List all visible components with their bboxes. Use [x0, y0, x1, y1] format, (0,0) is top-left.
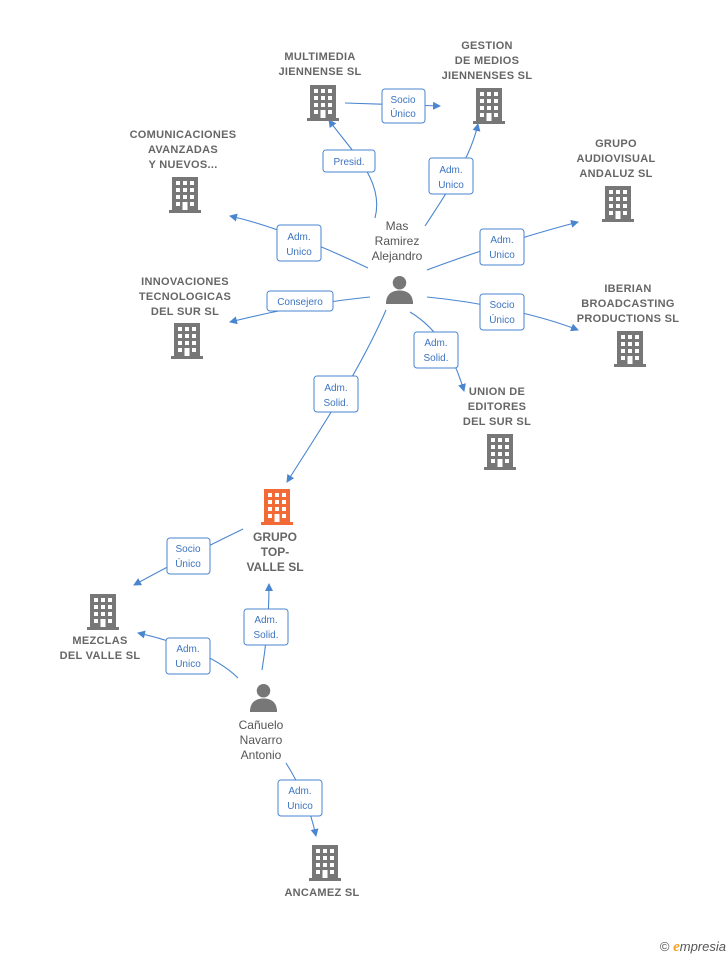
edge-label-text: Adm. — [176, 644, 199, 655]
edge-label-adm-mezclas: Adm. Unico — [165, 637, 211, 675]
company-node-ancamez[interactable]: ANCAMEZ SL — [284, 845, 359, 899]
edge-label-text: Solid. — [253, 630, 278, 641]
company-name: JIENNENSE SL — [278, 66, 361, 78]
company-name: DEL VALLE SL — [60, 650, 141, 662]
person-name: Alejandro — [372, 249, 423, 263]
company-node-iberian[interactable]: IBERIAN BROADCASTING PRODUCTIONS SL — [577, 283, 680, 367]
company-node-grupo-audiovisual[interactable]: GRUPO AUDIOVISUAL ANDALUZ SL — [576, 138, 655, 222]
person-name: Cañuelo — [239, 718, 284, 732]
edge-label-text: Consejero — [277, 297, 323, 308]
company-name: Y NUEVOS... — [148, 159, 217, 171]
edge-label-text: Adm. — [490, 235, 513, 246]
building-icon — [171, 323, 203, 359]
building-icon — [169, 177, 201, 213]
edge-label-adm-comunicaciones: Adm. Unico — [276, 224, 322, 262]
edge-label-text: Unico — [438, 180, 464, 191]
edge-label-text: Socio — [390, 95, 415, 106]
company-name: PRODUCTIONS SL — [577, 313, 680, 325]
empresia-watermark[interactable]: © empresia — [660, 939, 726, 956]
company-node-union[interactable]: UNION DE EDITORES DEL SUR SL — [463, 386, 531, 470]
edge-label-adm-grupotop: Adm. Solid. — [313, 375, 359, 413]
edge-label-text: Solid. — [323, 398, 348, 409]
building-icon — [307, 85, 339, 121]
person-name: Navarro — [240, 733, 283, 747]
company-name: DE MEDIOS — [455, 55, 519, 67]
edge-label-adm-ancamez: Adm. Unico — [277, 779, 323, 817]
company-name: EDITORES — [468, 401, 526, 413]
edge-label-text: Adm. — [324, 383, 347, 394]
company-node-grupo-top-valle[interactable]: GRUPO TOP- VALLE SL — [246, 489, 304, 574]
edge-label-text: Unico — [286, 247, 312, 258]
building-icon — [602, 186, 634, 222]
edge-label-socio-gestion: Socio Único — [381, 88, 426, 124]
edge-label-text: Único — [175, 557, 201, 570]
building-icon — [87, 594, 119, 630]
edge-label-text: Adm. — [424, 338, 447, 349]
company-node-multimedia[interactable]: MULTIMEDIA JIENNENSE SL — [278, 51, 361, 121]
edge-label-text: Único — [489, 313, 515, 326]
person-name: Antonio — [241, 748, 282, 762]
building-icon — [309, 845, 341, 881]
person-icon — [249, 683, 278, 712]
edge-label-presid: Presid. — [322, 149, 376, 173]
edge-label-text: Único — [390, 107, 416, 120]
company-name: DEL SUR SL — [151, 306, 219, 318]
company-name: DEL SUR SL — [463, 416, 531, 428]
edge-label-text: Adm. — [254, 615, 277, 626]
edge-label-text: Adm. — [439, 165, 462, 176]
company-name: TOP- — [261, 545, 289, 559]
company-name: IBERIAN — [604, 283, 651, 295]
edge-label-adm-solid-grupotop: Adm. Solid. — [243, 608, 289, 646]
company-name: JIENNENSES SL — [442, 70, 533, 82]
brand-name: mpresia — [679, 939, 726, 954]
person-icon — [385, 275, 414, 304]
edge-label-socio-iberian: Socio Único — [479, 293, 525, 331]
company-name: GESTION — [461, 40, 513, 52]
edge-label-text: Presid. — [333, 157, 364, 168]
company-node-mezclas[interactable]: MEZCLAS DEL VALLE SL — [60, 594, 141, 662]
company-name: GRUPO — [253, 530, 297, 544]
building-icon-highlight — [261, 489, 293, 525]
company-name: AVANZADAS — [148, 144, 218, 156]
brand-initial: e — [673, 939, 680, 955]
edge-label-text: Unico — [287, 801, 313, 812]
person-name: Mas — [386, 219, 409, 233]
building-icon — [484, 434, 516, 470]
edge-label-socio-mezclas: Socio Único — [166, 537, 211, 575]
edge-label-consejero: Consejero — [266, 290, 334, 312]
person-node-canuelo-navarro[interactable]: Cañuelo Navarro Antonio — [239, 683, 284, 762]
building-icon — [473, 88, 505, 124]
edge-label-adm-gestion: Adm. Unico — [428, 157, 474, 195]
edge-label-text: Socio — [489, 300, 514, 311]
company-node-innovaciones[interactable]: INNOVACIONES TECNOLOGICAS DEL SUR SL — [139, 276, 231, 359]
company-name: ANCAMEZ SL — [284, 887, 359, 899]
company-name: INNOVACIONES — [141, 276, 229, 288]
company-name: BROADCASTING — [581, 298, 674, 310]
edge-label-adm-audiovisual: Adm. Unico — [479, 228, 525, 266]
company-name: GRUPO — [595, 138, 637, 150]
company-name: COMUNICACIONES — [130, 129, 237, 141]
company-name: UNION DE — [469, 386, 525, 398]
company-node-gestion[interactable]: GESTION DE MEDIOS JIENNENSES SL — [442, 40, 533, 124]
company-name: ANDALUZ SL — [579, 168, 652, 180]
edge-label-text: Adm. — [288, 786, 311, 797]
edge-label-adm-union: Adm. Solid. — [413, 331, 459, 369]
copyright-icon: © — [659, 939, 670, 954]
edge-label-text: Unico — [175, 659, 201, 670]
edge-label-text: Unico — [489, 250, 515, 261]
person-node-mas-ramirez[interactable]: Mas Ramirez Alejandro — [372, 219, 423, 304]
company-name: MULTIMEDIA — [284, 51, 355, 63]
company-name: AUDIOVISUAL — [576, 153, 655, 165]
edge-label-text: Adm. — [287, 232, 310, 243]
building-icon — [614, 331, 646, 367]
person-name: Ramirez — [375, 234, 420, 248]
edge-label-text: Solid. — [423, 353, 448, 364]
company-name: TECNOLOGICAS — [139, 291, 231, 303]
company-name: VALLE SL — [246, 560, 303, 574]
company-node-comunicaciones[interactable]: COMUNICACIONES AVANZADAS Y NUEVOS... — [130, 129, 237, 213]
company-name: MEZCLAS — [72, 635, 127, 647]
edge-label-text: Socio — [175, 544, 200, 555]
